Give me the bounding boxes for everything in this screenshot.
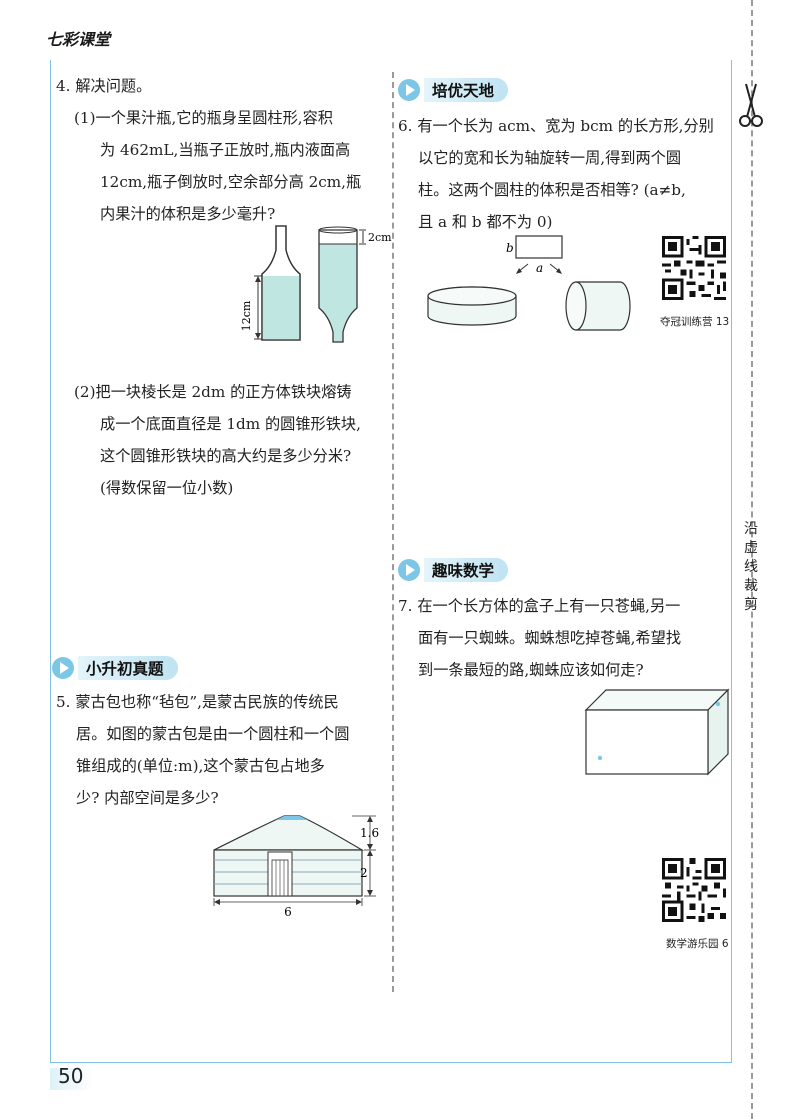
section-peiyou: 培优天地 [398, 78, 509, 102]
brand-logo: 七彩课堂 [46, 30, 111, 49]
qr-caption: 夺冠训练营 13 [660, 316, 730, 328]
cut-instruction: 沿 虚 线 裁 剪 [744, 521, 758, 613]
label-1-6: 1.6 [360, 826, 379, 840]
box-figure [584, 688, 730, 776]
section-quwei: 趣味数学 [398, 558, 509, 582]
label-a: a [536, 261, 543, 275]
section-xiaoshengchu: 小升初真题 [52, 656, 178, 680]
fly-icon [715, 701, 721, 707]
qr-code-icon[interactable] [662, 858, 726, 922]
spider-icon [597, 755, 603, 761]
q4-title: 4. 解决问题。 [56, 77, 152, 95]
rotation-figure: b a [427, 235, 631, 331]
section-arrow-icon [52, 657, 74, 679]
qr-caption: 数学游乐园 6 [666, 938, 729, 950]
page-number-background [50, 1068, 94, 1090]
column-divider [392, 72, 394, 992]
yurt-figure: 1.6 2 6 [213, 815, 379, 919]
cut-line [751, 0, 753, 1119]
label-b: b [506, 241, 514, 255]
section-arrow-icon [398, 559, 420, 581]
label-2: 2 [360, 866, 368, 880]
page-number: 50 [58, 1064, 84, 1088]
bottle-figure: 12cm 2cm [240, 225, 392, 343]
q4-part1: (1)一个果汁瓶,它的瓶身呈圆柱形,容积 为 462mL,当瓶子正放时,瓶内液面… [74, 109, 362, 223]
q5-text: 5. 蒙古包也称“毡包”,是蒙古民族的传统民 居。如图的蒙古包是由一个圆柱和一个… [56, 693, 350, 807]
qr-code-icon[interactable] [662, 236, 726, 300]
label-12cm: 12cm [240, 300, 253, 331]
q4-part2: (2)把一块棱长是 2dm 的正方体铁块熔铸 成一个底面直径是 1dm 的圆锥形… [74, 383, 361, 497]
q6-text: 6. 有一个长为 acm、宽为 bcm 的长方形,分别 以它的宽和长为轴旋转一周… [398, 117, 714, 231]
page-frame [50, 60, 732, 1063]
section-arrow-icon [398, 79, 420, 101]
scissors-icon [739, 83, 763, 127]
q7-text: 7. 在一个长方体的盒子上有一只苍蝇,另一 面有一只蜘蛛。蜘蛛想吃掉苍蝇,希望找… [398, 597, 682, 679]
label-2cm: 2cm [368, 231, 392, 244]
label-6: 6 [284, 905, 292, 919]
